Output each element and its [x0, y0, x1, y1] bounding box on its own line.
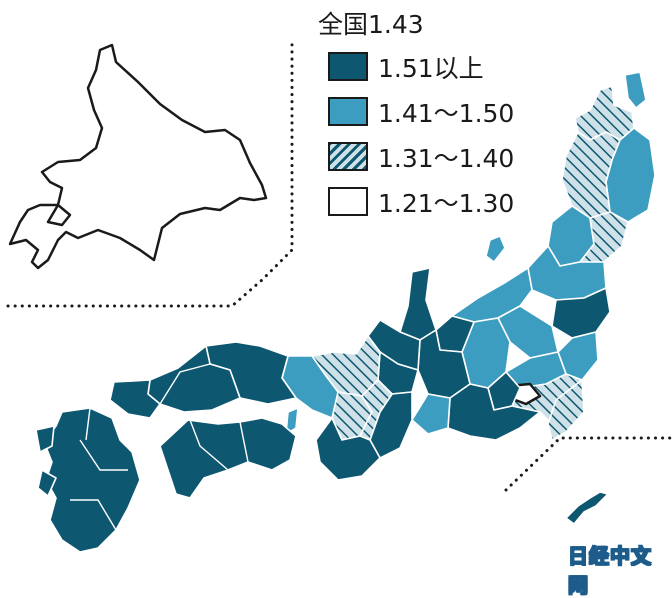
legend-label-3: 1.31～1.40	[378, 143, 515, 173]
region-okinawa	[565, 491, 609, 525]
legend-swatch-white	[328, 187, 368, 216]
region-tochigi	[551, 287, 611, 339]
legend-item-1: 1.51以上	[318, 44, 514, 89]
legend-item-2: 1.41～1.50	[318, 89, 514, 134]
legend-item-4: 1.21～1.30	[318, 179, 514, 224]
hokkaido-inset-frame	[6, 38, 294, 308]
region-shikoku	[159, 417, 297, 499]
region-nagasaki	[35, 425, 55, 453]
region-sado-island	[485, 235, 506, 263]
region-aomori-peninsula	[624, 71, 647, 109]
legend-label-1: 1.51以上	[378, 53, 484, 83]
okinawa-inset-frame	[504, 436, 672, 492]
legend-swatch-mid	[328, 97, 368, 126]
region-wakayama	[315, 417, 381, 481]
region-awaji	[285, 407, 299, 435]
watermark-logo: 日经中文网	[568, 544, 652, 598]
legend: 全国1.43 1.51以上 1.41～1.50 1.31～1.40 1.21～1…	[318, 8, 514, 224]
region-chiba	[547, 379, 585, 441]
legend-swatch-dark	[328, 52, 368, 81]
region-shizuoka	[447, 383, 541, 441]
legend-item-3: 1.31～1.40	[318, 134, 514, 179]
region-hokkaido	[8, 43, 268, 270]
region-kyushu	[43, 407, 141, 553]
region-akita	[561, 131, 621, 219]
japan-fertility-map	[6, 38, 672, 553]
legend-label-4: 1.21～1.30	[378, 188, 515, 218]
region-yamaguchi	[109, 379, 161, 419]
legend-label-2: 1.41～1.50	[378, 98, 515, 128]
region-ishikawa	[399, 267, 437, 341]
region-amakusa	[37, 469, 57, 497]
region-miyagi	[579, 211, 629, 263]
national-average-label: 全国1.43	[318, 10, 424, 39]
region-nara	[359, 379, 393, 441]
legend-swatch-hatch	[328, 142, 368, 171]
region-aichi	[411, 393, 451, 435]
region-hokkaido-inner	[46, 203, 72, 227]
prefecture-borders	[70, 363, 249, 531]
